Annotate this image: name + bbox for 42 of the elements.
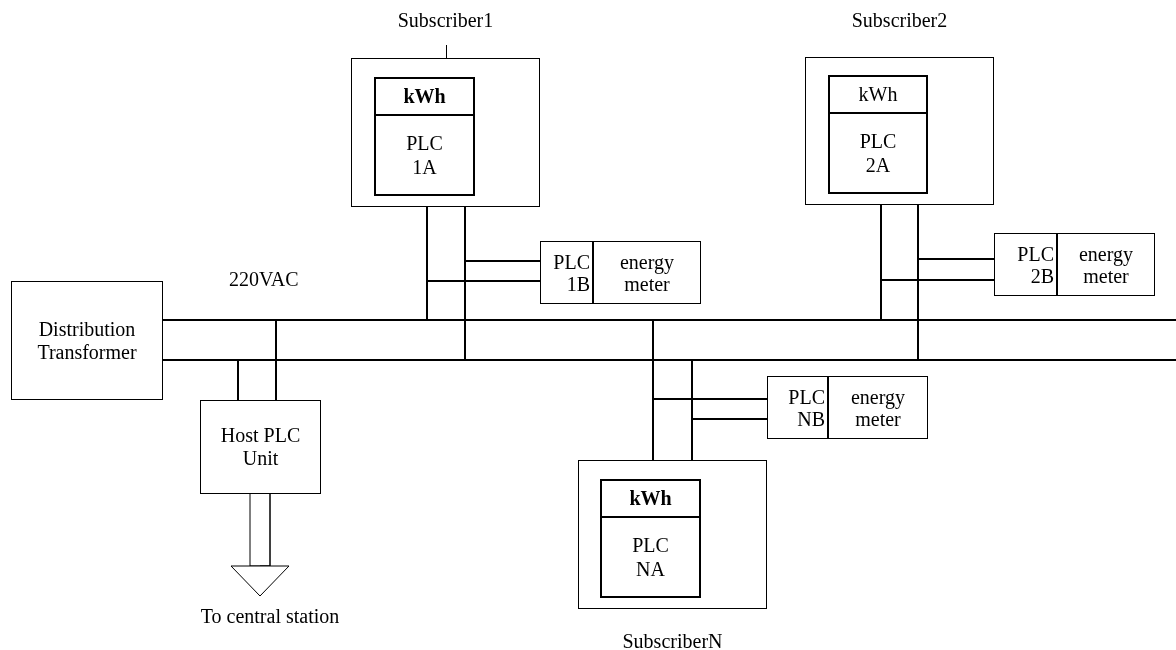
wire-line <box>917 204 919 361</box>
subscriber-label: Subscriber2 <box>850 7 949 33</box>
unit-label: kWh <box>376 79 473 116</box>
hollow-arrow <box>230 493 290 597</box>
unit-box: Host PLC Unit <box>200 400 321 494</box>
wire-line <box>464 260 541 262</box>
meter-description: energy meter <box>1077 242 1135 287</box>
wire-line <box>691 359 693 461</box>
energy-meter-box <box>540 241 701 304</box>
meter-name: PLC 1A <box>405 131 444 179</box>
wire-line <box>162 319 1176 321</box>
plc-name: PLC 2B <box>1016 242 1054 287</box>
meter-box <box>374 77 475 196</box>
plc-name: PLC NB <box>787 385 825 430</box>
wire-line <box>237 359 239 401</box>
wire-line <box>917 258 995 260</box>
meter-name: PLC NA <box>631 533 670 581</box>
meter-description: energy meter <box>618 250 676 295</box>
wire-line <box>275 319 277 401</box>
energy-meter-box <box>994 233 1155 296</box>
subscriber-label: Subscriber1 <box>396 7 495 33</box>
meter-box <box>600 479 701 598</box>
destination-label: To central station <box>160 596 380 636</box>
wire-line <box>880 204 882 321</box>
energy-meter-box <box>767 376 928 439</box>
unit-label: kWh <box>830 77 926 114</box>
plc-name: PLC 1B <box>552 250 590 295</box>
meter-name: PLC 2A <box>858 129 898 177</box>
wire-line <box>162 359 1176 361</box>
wire-line <box>652 398 768 400</box>
wire-line <box>464 206 466 361</box>
wire-line <box>426 280 541 282</box>
wire-line <box>880 279 995 281</box>
meter-description: energy meter <box>849 385 907 430</box>
meter-box <box>828 75 928 194</box>
wire-line <box>426 206 428 321</box>
unit-box: Distribution Transformer <box>11 281 163 400</box>
voltage-label: 220VAC <box>229 268 299 291</box>
wire-line <box>691 418 768 420</box>
wire-line <box>652 319 654 461</box>
unit-label: kWh <box>602 481 699 518</box>
subscriber-label: SubscriberN <box>621 628 724 650</box>
